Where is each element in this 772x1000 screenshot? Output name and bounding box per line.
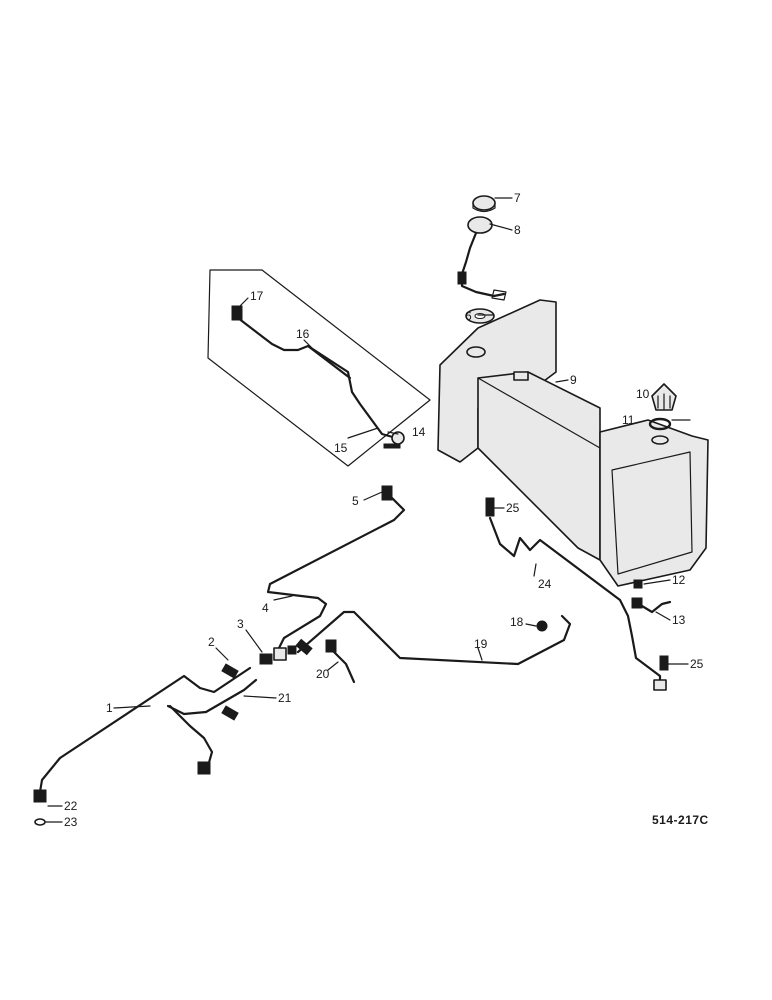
callout-8: 8 <box>514 223 521 237</box>
fitting-25-lower <box>659 655 669 671</box>
callout-20: 20 <box>316 667 330 681</box>
callout-10: 10 <box>636 387 650 401</box>
callout-9: 9 <box>570 373 577 387</box>
callout-25-lower: 25 <box>690 657 704 671</box>
fitting-18 <box>536 620 548 632</box>
callout-16: 16 <box>296 327 310 341</box>
diagram-code: 514-217C <box>652 813 709 827</box>
callout-11: 11 <box>622 413 635 427</box>
fitting-20 <box>325 639 356 684</box>
fuel-tank <box>437 299 709 587</box>
callout-5: 5 <box>352 494 359 508</box>
callout-25-upper: 25 <box>506 501 520 515</box>
fuel-line-24 <box>488 516 662 690</box>
sender-unit <box>457 216 507 301</box>
callout-13: 13 <box>672 613 686 627</box>
leader-lines <box>45 197 691 823</box>
callout-23: 23 <box>64 815 78 829</box>
callout-2: 2 <box>208 635 215 649</box>
inset-line-assembly <box>231 305 405 449</box>
sealing-ring <box>648 417 672 431</box>
fitting-22-23 <box>33 789 47 826</box>
drain-fittings <box>631 579 672 614</box>
connector-3 <box>259 638 313 665</box>
callout-22: 22 <box>64 799 78 813</box>
fuel-line-19 <box>296 610 572 666</box>
fitting-lower <box>197 761 211 775</box>
fitting-25-upper <box>485 497 495 517</box>
callout-labels: 1 2 3 4 5 6 7 8 9 10 11 12 13 14 15 16 1… <box>64 191 704 829</box>
fuel-line-4 <box>266 492 406 652</box>
callout-14: 14 <box>412 425 426 439</box>
callout-19: 19 <box>474 637 488 651</box>
callout-18: 18 <box>510 615 524 629</box>
callout-1: 1 <box>106 701 113 715</box>
callout-6: 6 <box>465 309 472 323</box>
fitting-2 <box>221 663 239 679</box>
filler-cap-assembly <box>651 383 677 411</box>
callout-24: 24 <box>538 577 552 591</box>
callout-15: 15 <box>334 441 348 455</box>
inset-fitting-17 <box>231 305 243 321</box>
callout-7: 7 <box>514 191 521 205</box>
callout-4: 4 <box>262 601 269 615</box>
fuel-line-21 <box>166 678 258 768</box>
fitting-5 <box>381 485 393 501</box>
callout-3: 3 <box>237 617 244 631</box>
callout-21: 21 <box>278 691 292 705</box>
callout-12: 12 <box>672 573 686 587</box>
fuel-line-1 <box>38 666 252 794</box>
inset-panel <box>207 269 431 467</box>
filler-cap <box>472 195 496 213</box>
callout-17: 17 <box>250 289 264 303</box>
